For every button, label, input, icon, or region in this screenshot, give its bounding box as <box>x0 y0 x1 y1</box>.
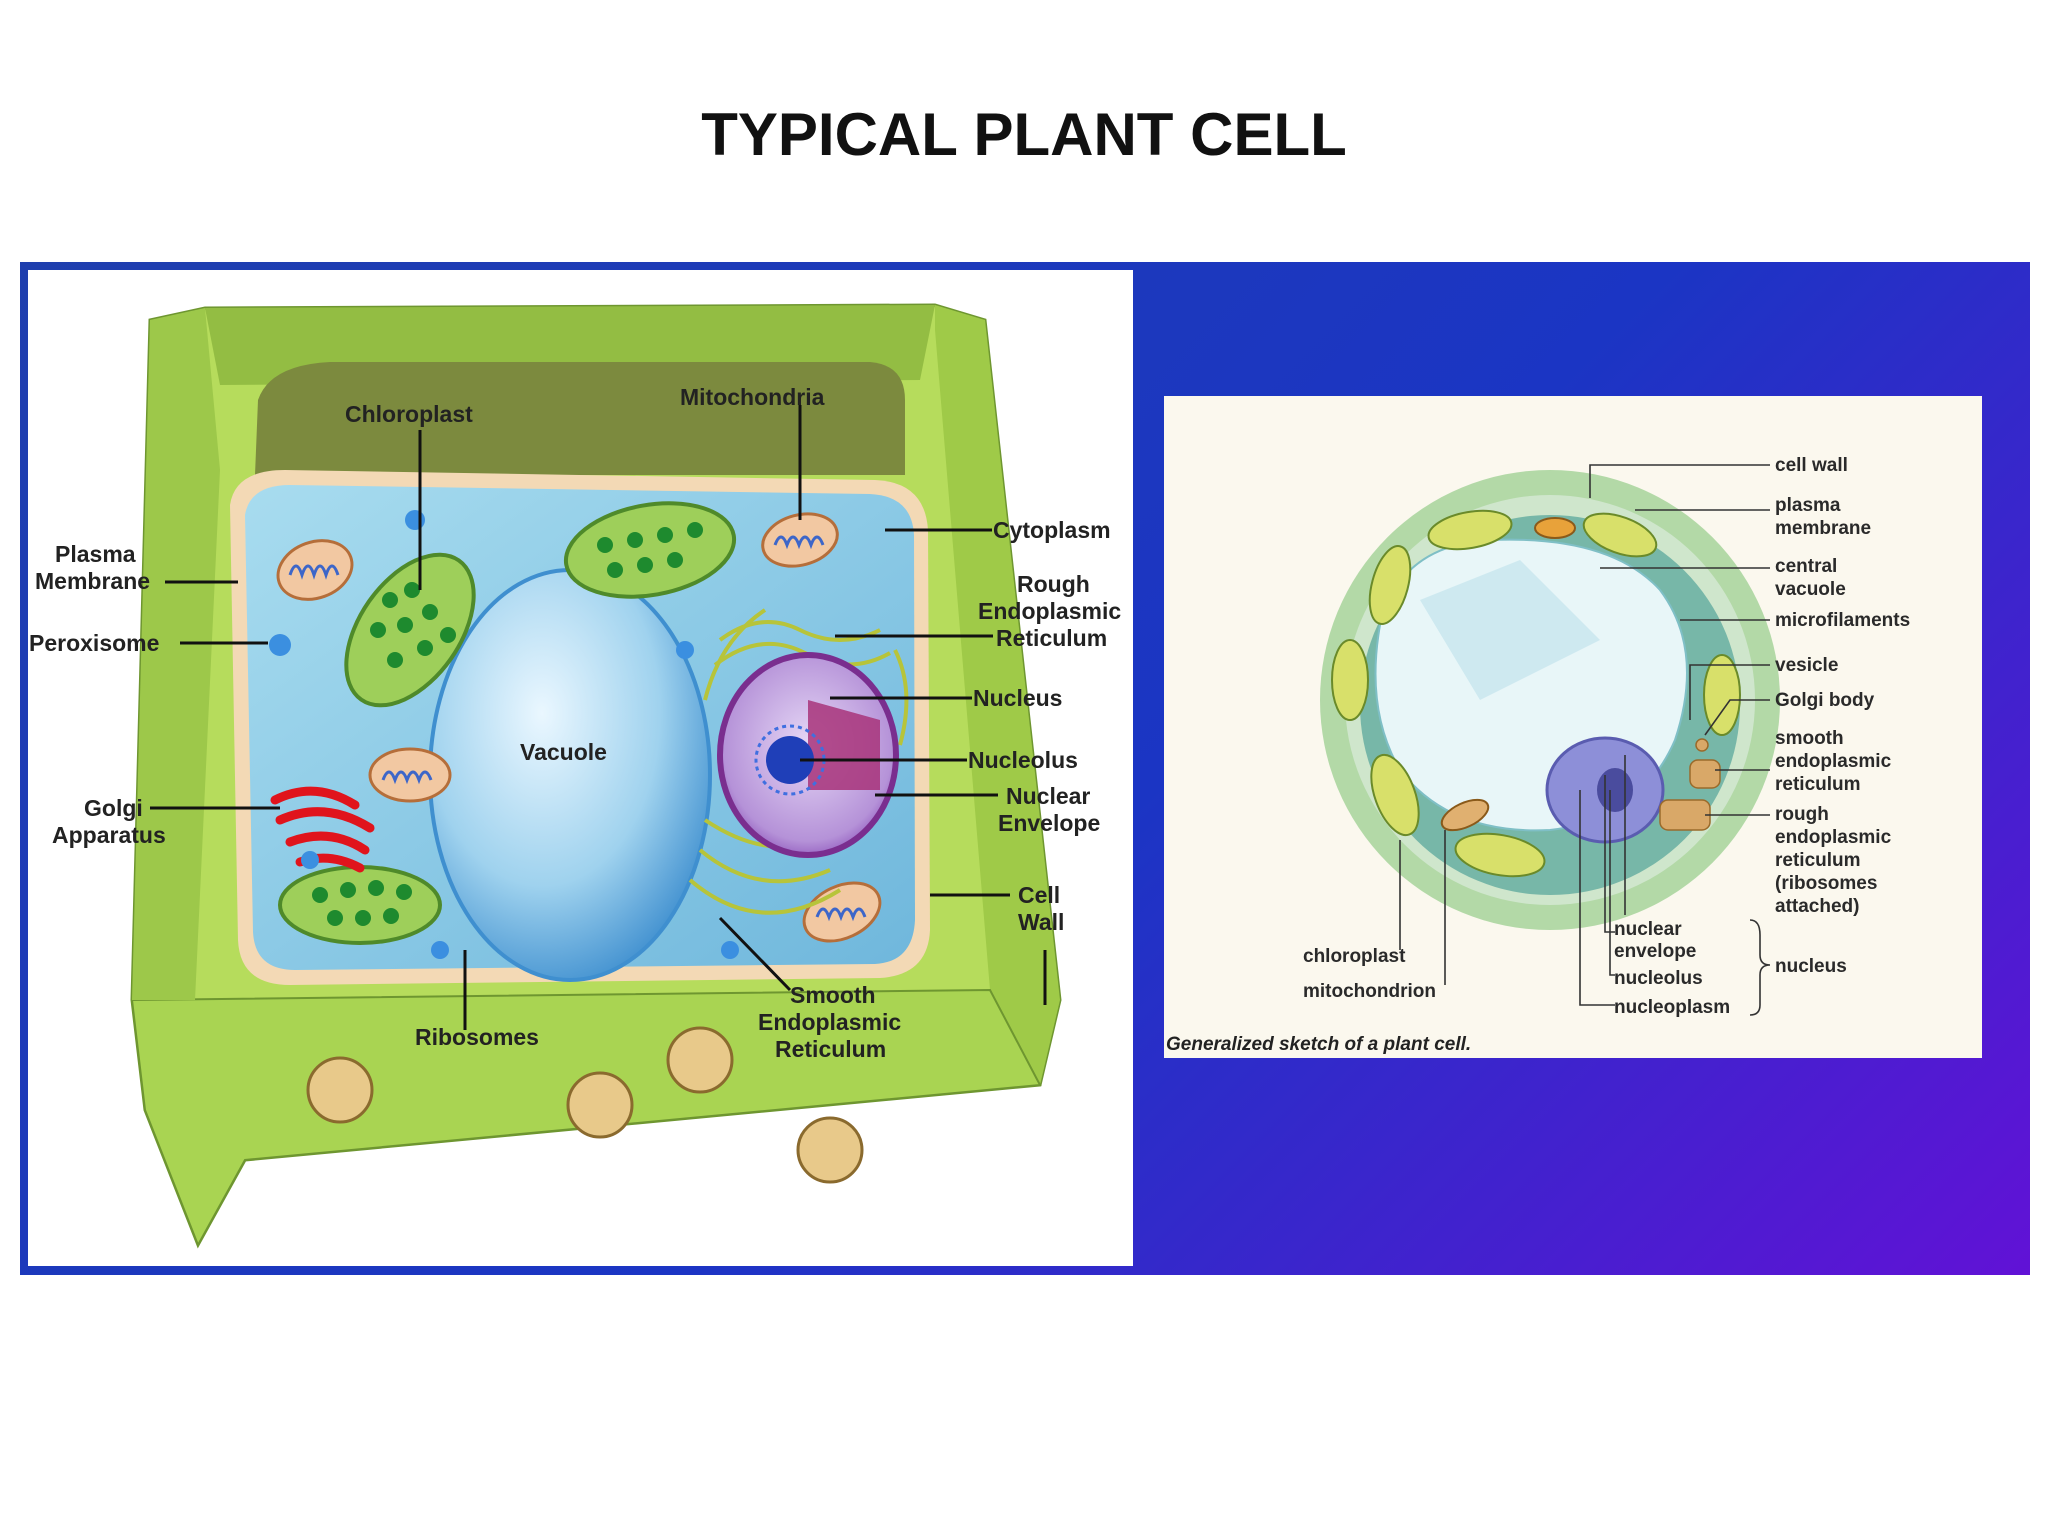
sketch-label-plasma-membrane-2: membrane <box>1775 518 1871 539</box>
label-smooth-er-3: Reticulum <box>775 1036 886 1062</box>
label-rough-er-1: Rough <box>1017 571 1090 597</box>
golgi-apparatus <box>270 786 375 873</box>
sketch-label-rough-er-3: reticulum <box>1775 850 1861 871</box>
sketch-label-rough-er-4: (ribosomes <box>1775 873 1877 894</box>
cell-wall-inner <box>255 362 905 475</box>
label-cell-wall-2: Wall <box>1018 909 1064 935</box>
label-plasma-membrane-1: Plasma <box>55 541 136 567</box>
plasmodesmata <box>306 1026 864 1184</box>
sketch-label-central-vacuole-2: vacuole <box>1775 579 1846 600</box>
sketch-label-nuclear-envelope-2: envelope <box>1614 941 1696 962</box>
sketch-mitochondrion <box>1440 798 1490 832</box>
label-smooth-er-2: Endoplasmic <box>758 1009 901 1035</box>
label-vacuole: Vacuole <box>520 739 607 765</box>
slide-title: TYPICAL PLANT CELL <box>701 101 1347 168</box>
label-rough-er-2: Endoplasmic <box>978 598 1121 624</box>
sketch-label-chloroplast: chloroplast <box>1303 946 1406 967</box>
sketch-label-golgi-body: Golgi body <box>1775 690 1875 711</box>
label-ribosomes: Ribosomes <box>415 1024 539 1050</box>
label-golgi-2: Apparatus <box>52 822 166 848</box>
sketch-chloroplast <box>1331 509 1741 878</box>
sketch-label-plasma-membrane-1: plasma <box>1775 495 1841 516</box>
sketch-label-nuclear-envelope-1: nuclear <box>1614 919 1682 940</box>
label-peroxisome: Peroxisome <box>29 630 159 656</box>
sketch-label-rough-er-5: attached) <box>1775 896 1859 917</box>
label-nucleolus: Nucleolus <box>968 747 1078 773</box>
sketch-label-central-vacuole-1: central <box>1775 556 1837 577</box>
sketch-label-nucleolus: nucleolus <box>1614 968 1703 989</box>
sketch-label-mitochondrion: mitochondrion <box>1303 981 1436 1002</box>
nucleolus <box>766 736 814 784</box>
label-golgi-1: Golgi <box>84 795 143 821</box>
sketch-label-smooth-er-1: smooth <box>1775 728 1844 749</box>
mitochondrion <box>761 512 839 568</box>
sketch-label-microfilaments: microfilaments <box>1775 610 1910 631</box>
label-plasma-membrane-2: Membrane <box>35 568 150 594</box>
cell-wall-right-side <box>935 305 1060 1085</box>
chloroplast <box>278 865 442 945</box>
sketch-label-rough-er-1: rough <box>1775 804 1829 825</box>
sketch-label-nucleoplasm: nucleoplasm <box>1614 997 1730 1018</box>
chloroplast <box>344 552 476 708</box>
label-nucleus: Nucleus <box>973 685 1062 711</box>
mitochondrion <box>276 539 354 601</box>
mitochondrion <box>368 747 452 803</box>
label-mitochondria: Mitochondria <box>680 384 825 410</box>
chloroplast <box>563 501 737 599</box>
label-smooth-er-1: Smooth <box>790 982 876 1008</box>
label-cytoplasm: Cytoplasm <box>993 517 1111 543</box>
sketch-caption: Generalized sketch of a plant cell. <box>1166 1034 1471 1055</box>
sketch-label-smooth-er-2: endoplasmic <box>1775 751 1892 772</box>
label-nuclear-envelope-1: Nuclear <box>1006 783 1090 809</box>
sketch-label-nucleus: nucleus <box>1775 956 1847 977</box>
sketch-label-vesicle: vesicle <box>1775 655 1838 676</box>
sketch-label-rough-er-2: endoplasmic <box>1775 827 1892 848</box>
label-rough-er-3: Reticulum <box>996 625 1107 651</box>
sketch-label-cell-wall: cell wall <box>1775 455 1848 476</box>
nucleus <box>717 652 899 858</box>
label-nuclear-envelope-2: Envelope <box>998 810 1100 836</box>
cell-wall-left-side <box>132 308 220 1000</box>
sketch-label-smooth-er-3: reticulum <box>1775 774 1861 795</box>
label-chloroplast: Chloroplast <box>345 401 473 427</box>
label-cell-wall-1: Cell <box>1018 882 1060 908</box>
